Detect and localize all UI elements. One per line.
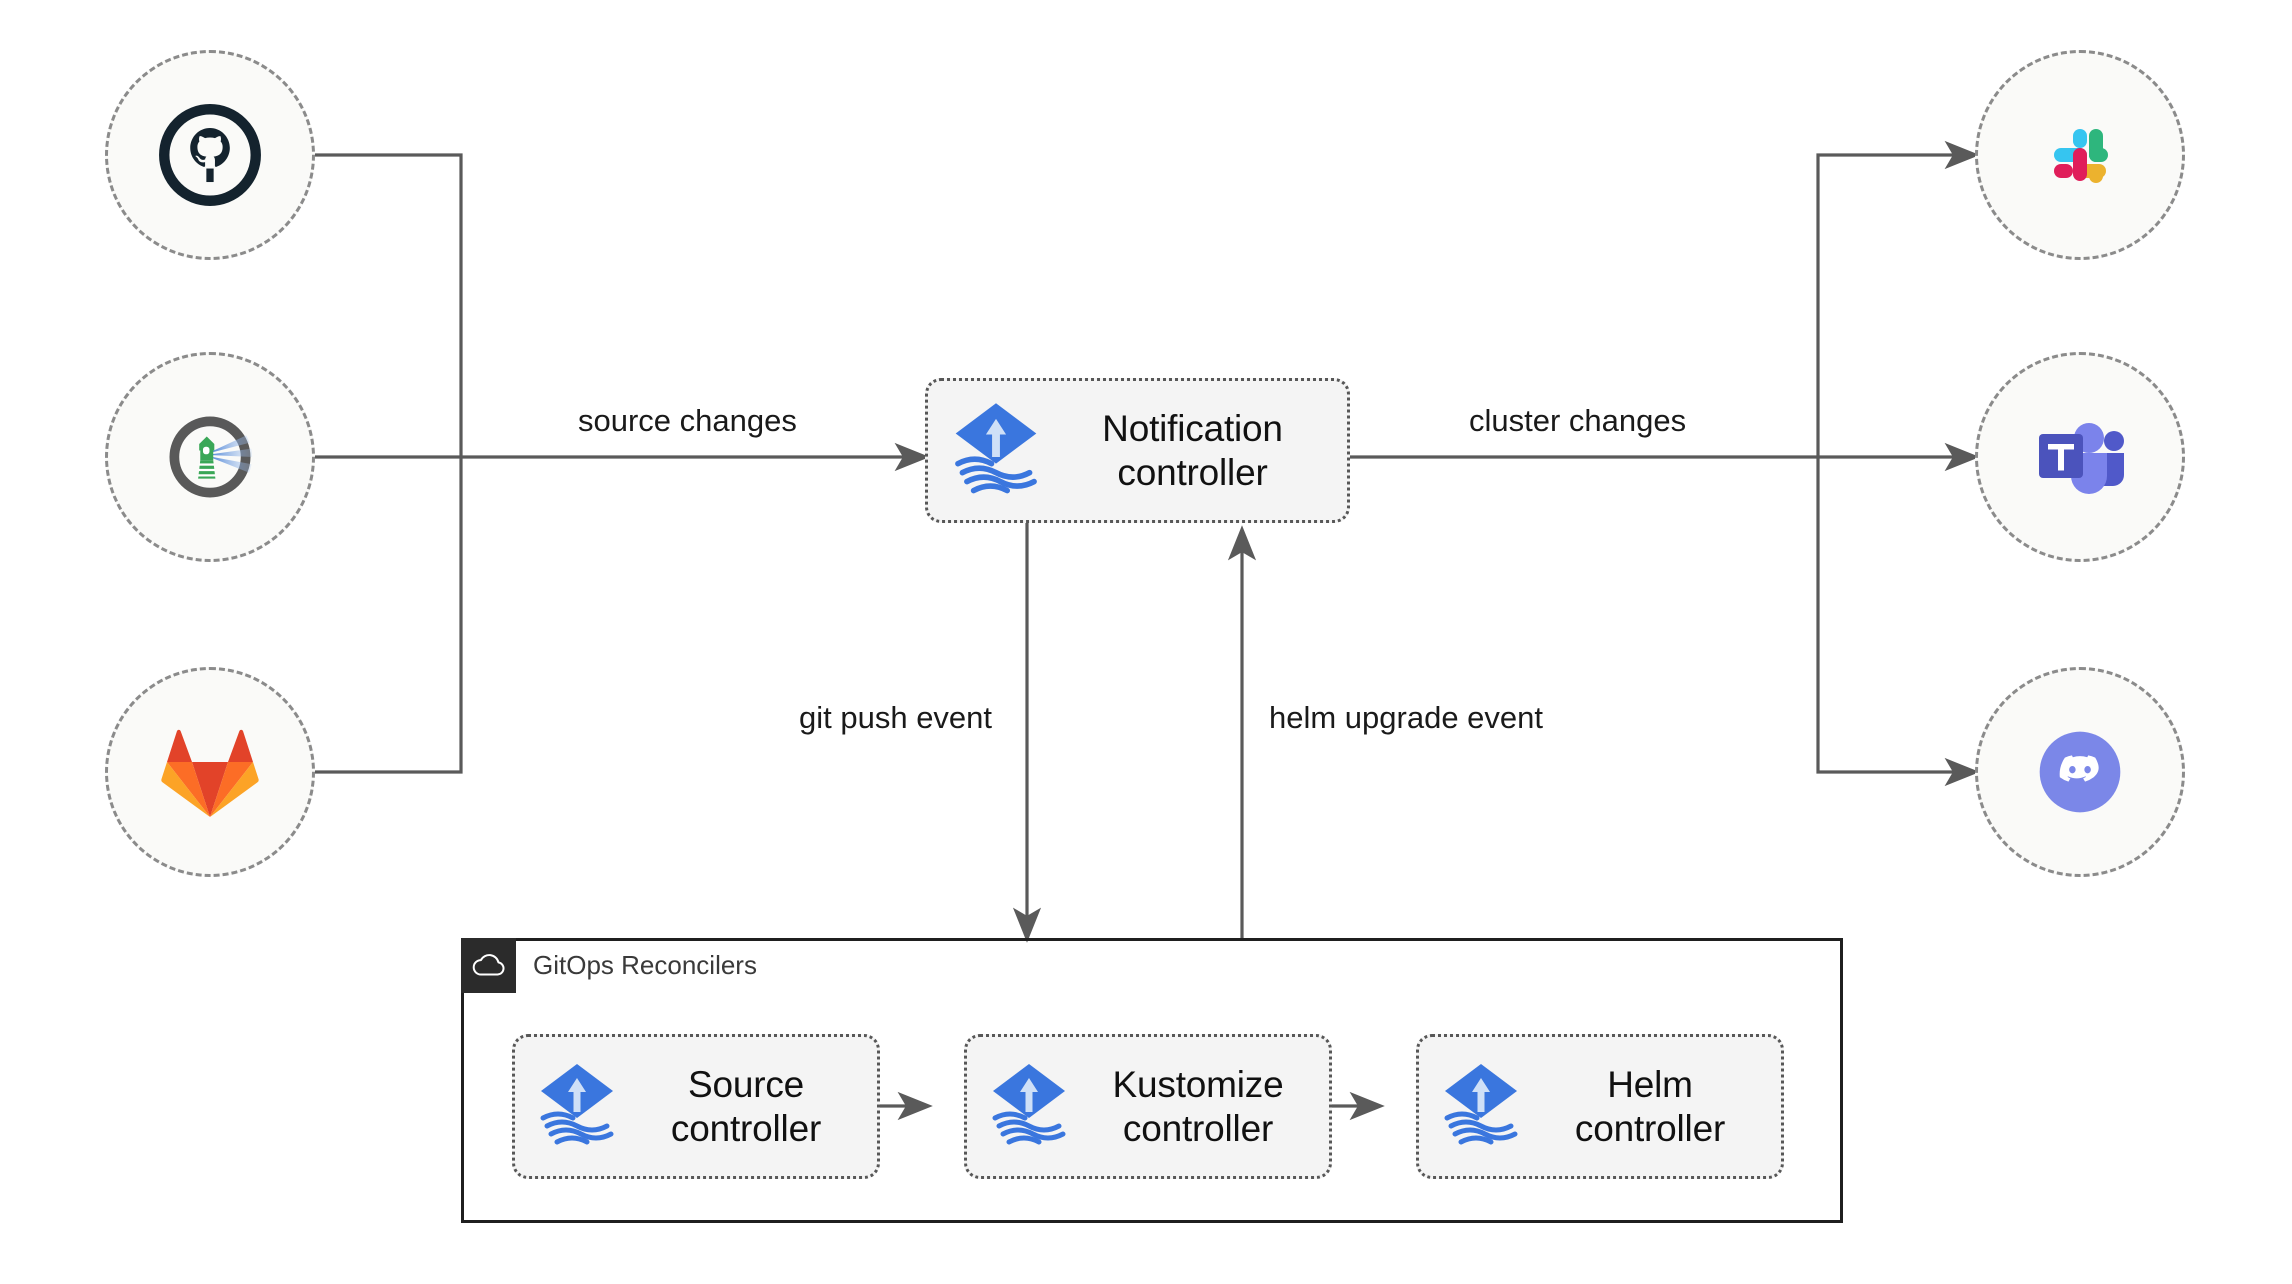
flux-logo-icon <box>940 392 1052 509</box>
edge-label-source-changes: source changes <box>578 403 797 438</box>
flux-lighthouse-icon <box>169 416 253 498</box>
notification-controller-line2: controller <box>1117 451 1268 493</box>
helm-controller-line1: Helm <box>1607 1063 1693 1105</box>
source-node-gitlab[interactable] <box>105 667 315 877</box>
helm-controller-line2: controller <box>1574 1107 1726 1149</box>
microsoft-teams-icon <box>2039 423 2124 494</box>
target-node-discord[interactable] <box>1975 667 2185 877</box>
target-node-teams[interactable] <box>1975 352 2185 562</box>
slack-icon <box>2054 129 2108 183</box>
gitops-reconcilers-header: GitOps Reconcilers <box>461 938 757 993</box>
target-node-slack[interactable] <box>1975 50 2185 260</box>
kustomize-controller-label: Kustomize controller <box>1079 1063 1317 1150</box>
edge-label-cluster-changes: cluster changes <box>1469 403 1687 438</box>
flux-logo-icon <box>1431 1054 1531 1159</box>
notification-controller-line1: Notification <box>1102 407 1283 449</box>
notification-controller-label: Notification controller <box>1052 407 1333 494</box>
source-controller-line2: controller <box>670 1107 822 1149</box>
source-node-flux[interactable] <box>105 352 315 562</box>
source-controller-label: Source controller <box>627 1063 865 1150</box>
flux-logo-icon <box>979 1054 1079 1159</box>
kustomize-controller-node[interactable]: Kustomize controller <box>964 1034 1332 1179</box>
gitlab-icon <box>161 729 259 817</box>
edge-label-helm-upgrade-event: helm upgrade event <box>1269 700 1544 735</box>
kustomize-controller-line1: Kustomize <box>1112 1063 1284 1105</box>
github-icon <box>159 104 261 206</box>
source-node-github[interactable] <box>105 50 315 260</box>
edge-label-git-push-event: git push event <box>799 700 993 735</box>
source-controller-line1: Source <box>687 1063 805 1105</box>
discord-icon <box>2039 731 2121 813</box>
helm-controller-node[interactable]: Helm controller <box>1416 1034 1784 1179</box>
kustomize-controller-line2: controller <box>1122 1107 1274 1149</box>
gitops-reconcilers-title: GitOps Reconcilers <box>533 950 757 980</box>
helm-controller-label: Helm controller <box>1531 1063 1769 1150</box>
notification-controller-node[interactable]: Notification controller <box>925 378 1350 523</box>
source-controller-node[interactable]: Source controller <box>512 1034 880 1179</box>
cloud-icon <box>461 938 516 993</box>
gitops-reconcilers-group <box>461 938 1843 1223</box>
flux-logo-icon <box>527 1054 627 1159</box>
